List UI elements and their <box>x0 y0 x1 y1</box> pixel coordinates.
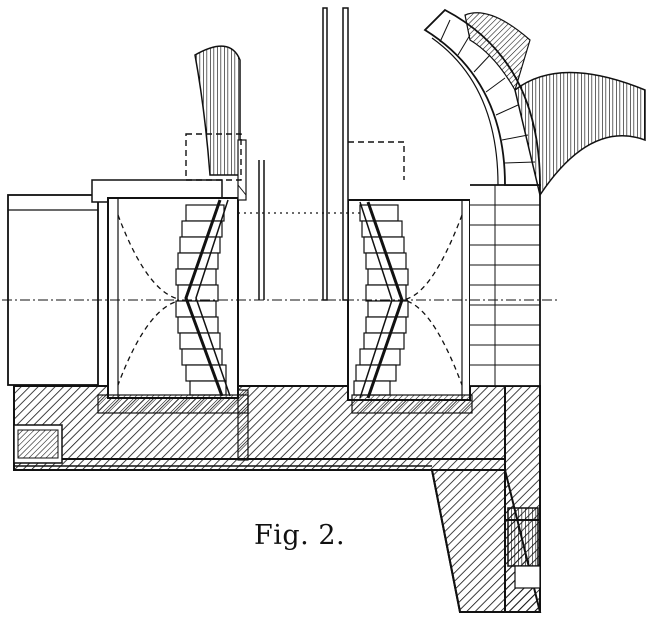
left-duct <box>194 45 241 176</box>
figure-caption: Fig. 2. <box>254 520 346 551</box>
foundation-base <box>13 385 542 613</box>
left-chamber <box>107 197 239 399</box>
chamber-base-blocks <box>97 389 473 461</box>
curved-arch <box>423 8 646 197</box>
dashed-outlines <box>185 133 405 181</box>
left-foundation-block <box>13 424 63 464</box>
left-wall <box>7 179 223 386</box>
right-brick-wall <box>470 184 541 387</box>
right-lower-block <box>507 507 541 589</box>
vertical-rods <box>237 7 349 301</box>
